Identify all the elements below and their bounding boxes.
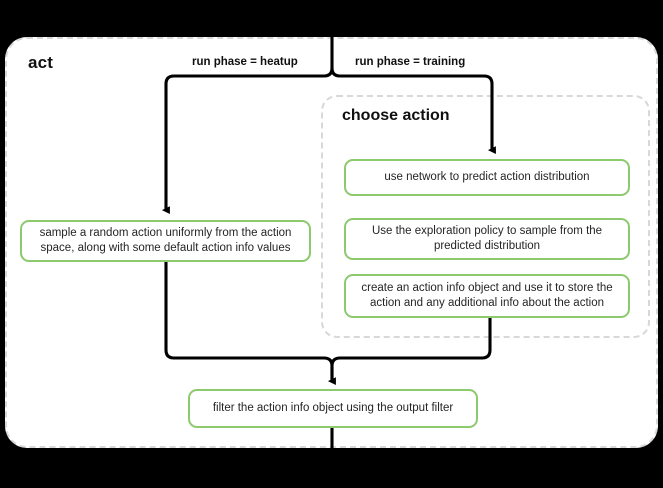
edge-label-run-phase-heatup: run phase = heatup bbox=[192, 56, 298, 68]
node-sample-random-action[interactable]: sample a random action uniformly from th… bbox=[20, 220, 311, 262]
node-create-action-info-object[interactable]: create an action info object and use it … bbox=[344, 274, 630, 318]
act-container-title: act bbox=[28, 53, 54, 72]
node-use-network-predict[interactable]: use network to predict action distributi… bbox=[344, 159, 630, 196]
node-filter-action-info[interactable]: filter the action info object using the … bbox=[188, 389, 478, 428]
node-exploration-policy-sample[interactable]: Use the exploration policy to sample fro… bbox=[344, 218, 630, 260]
choose-action-container-title: choose action bbox=[342, 107, 450, 124]
edge-label-run-phase-training: run phase = training bbox=[355, 56, 466, 68]
